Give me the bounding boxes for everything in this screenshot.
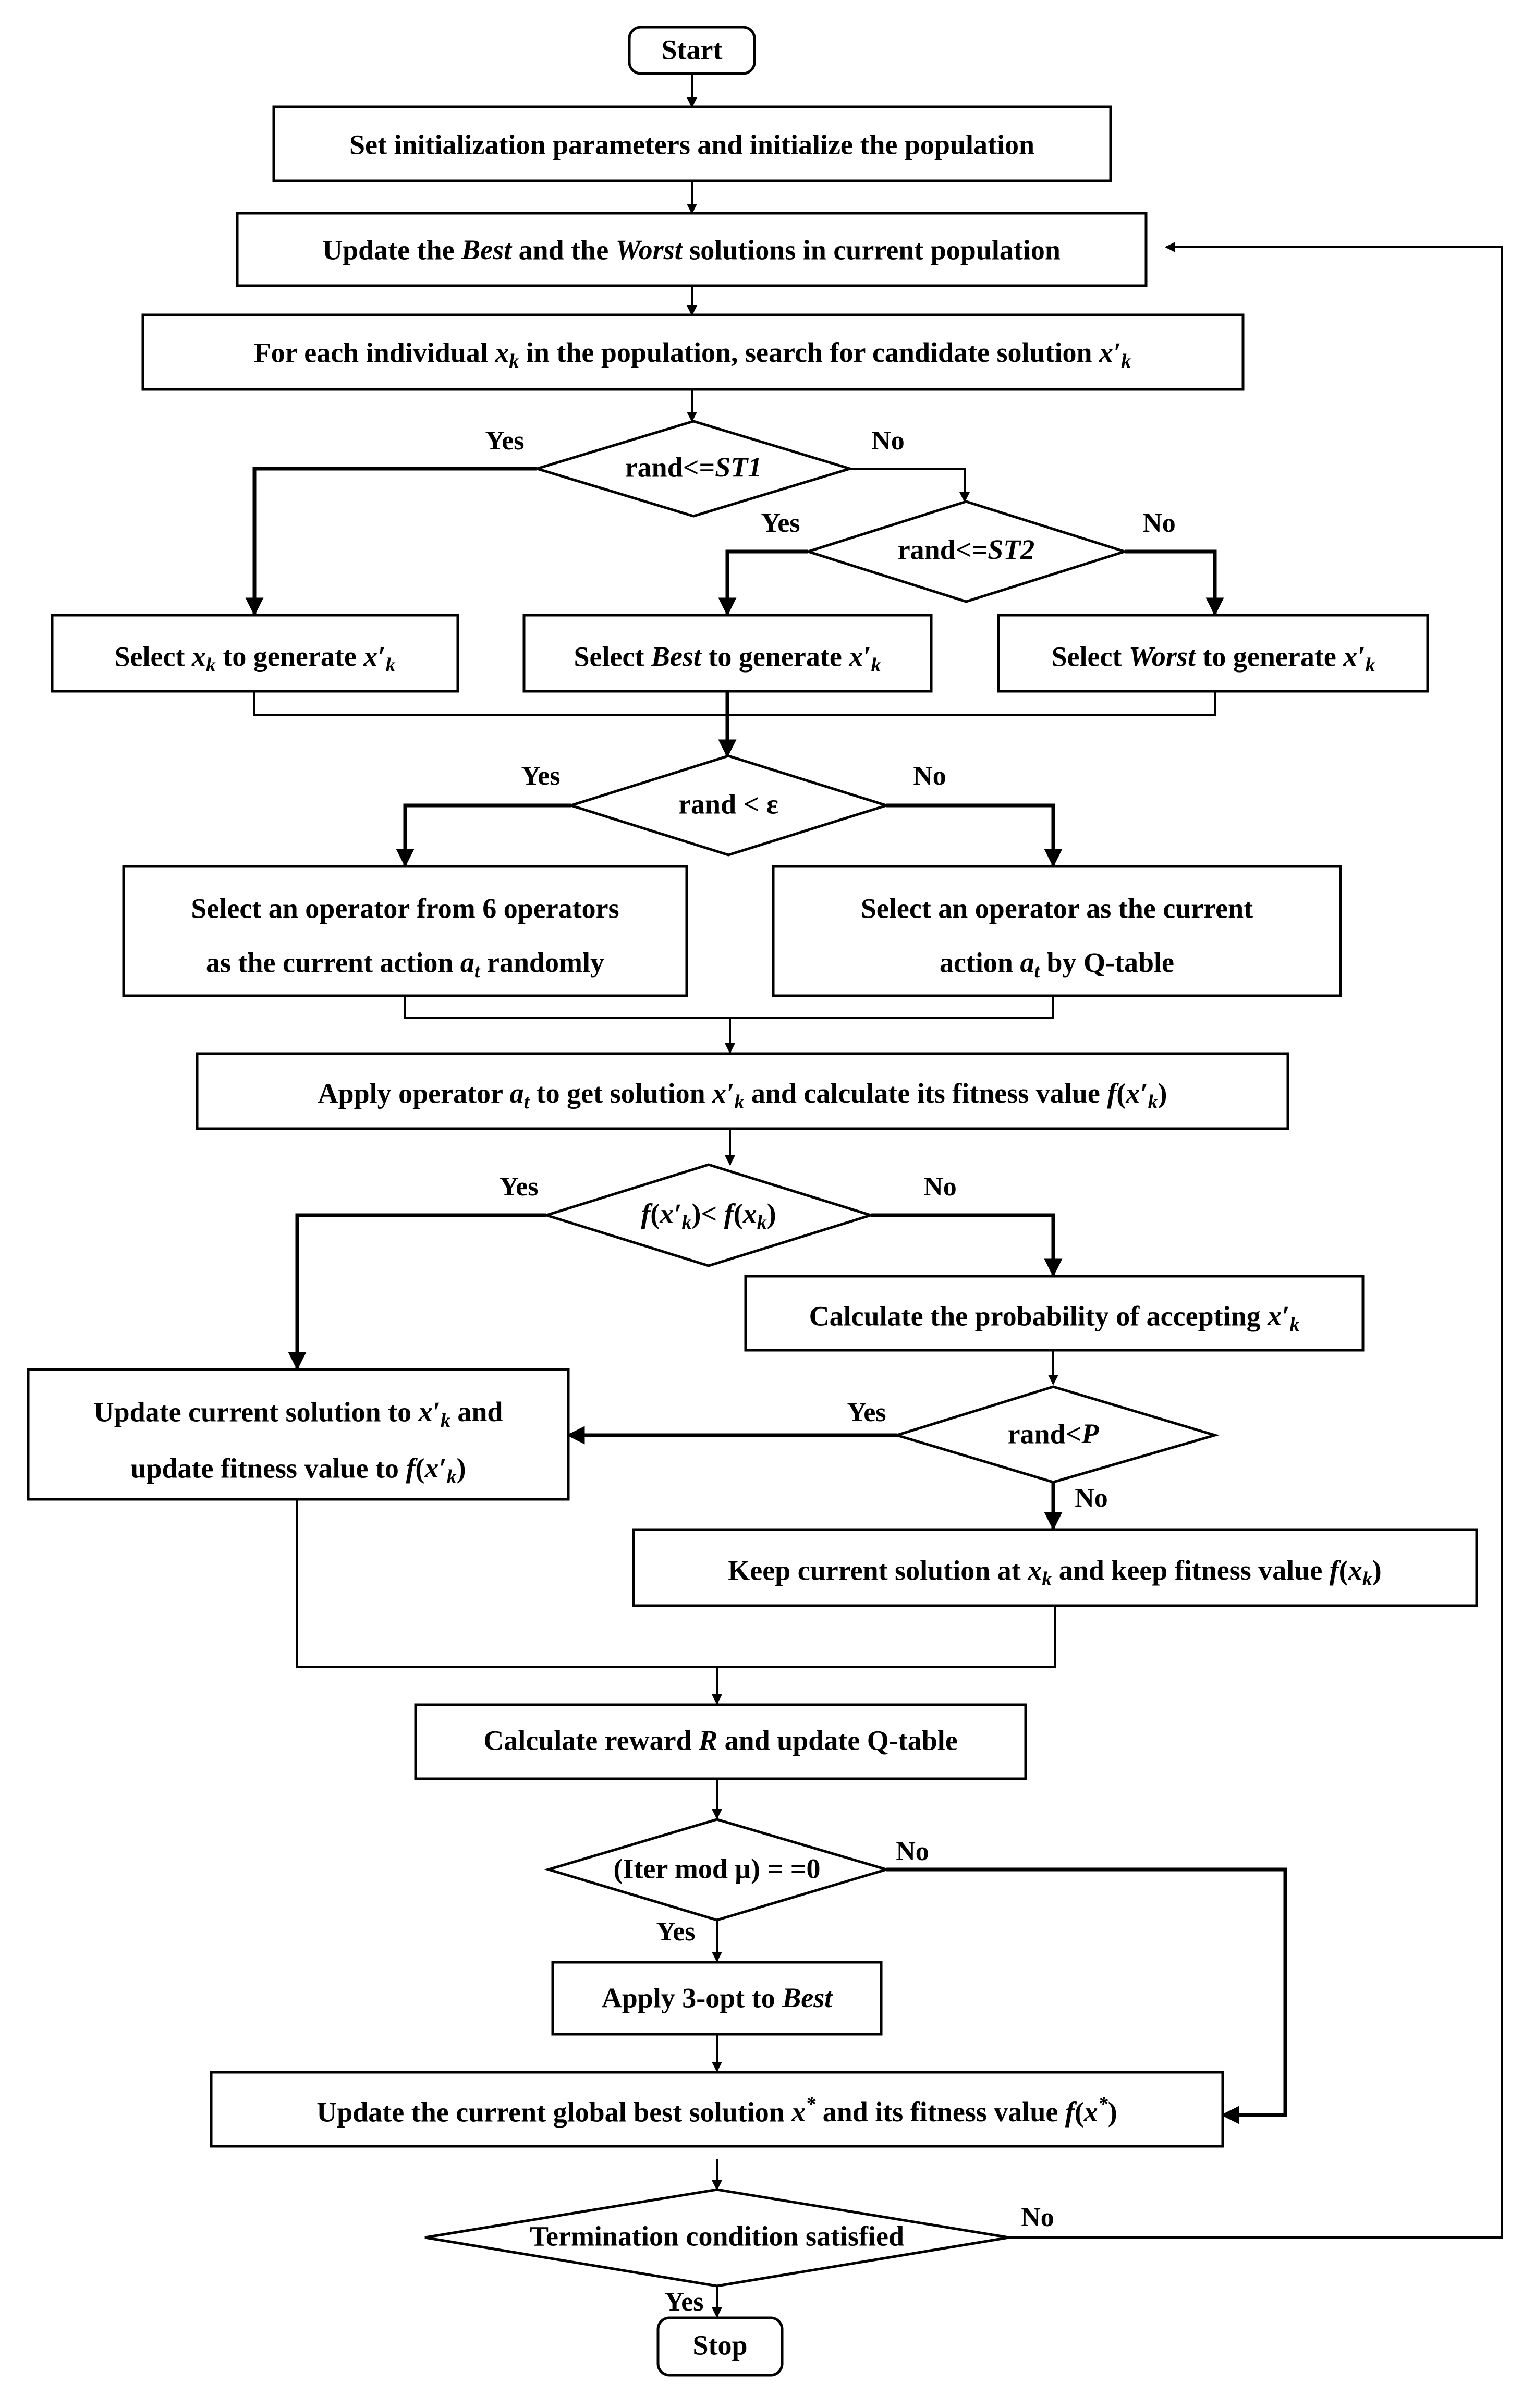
st1-no-label: No xyxy=(871,426,905,456)
stop-label: Stop xyxy=(692,2329,747,2361)
edge-st2-yes xyxy=(718,549,808,616)
edge-st2-no xyxy=(1125,549,1224,616)
select-xk-box: Select xk to generate x′k xyxy=(51,614,459,693)
decision-termination: Termination condition satisfied xyxy=(424,2188,1009,2288)
for-each-label: For each individual xk in the population… xyxy=(254,337,1131,372)
select-worst-label: Select Worst to generate x′k xyxy=(1051,641,1375,676)
edge-eps-no xyxy=(886,803,1063,867)
decision-termination-label: Termination condition satisfied xyxy=(530,2220,904,2252)
random-operator-line2: as the current action at randomly xyxy=(206,947,604,982)
decision-st1-label: rand<=ST1 xyxy=(625,451,762,483)
edge-iter-no xyxy=(886,1867,1287,2124)
update-current-line1: Update current solution to x′k and xyxy=(94,1396,503,1431)
decision-fitness: f(x′k)< f(xk) xyxy=(542,1163,875,1267)
fit-no-label: No xyxy=(923,1172,957,1202)
select-best-box: Select Best to generate x′k xyxy=(522,614,933,693)
eps-yes-label: Yes xyxy=(521,761,560,791)
start-node: Start xyxy=(628,26,756,75)
edge-term-no-loop xyxy=(1009,242,1503,2239)
decision-iter-label: (Iter mod μ) = =0 xyxy=(613,1853,820,1884)
edge-fit-yes xyxy=(288,1213,546,1371)
term-no-label: No xyxy=(1021,2203,1054,2232)
update-global-label: Update the current global best solution … xyxy=(316,2093,1117,2128)
decision-iter: (Iter mod μ) = =0 xyxy=(544,1818,891,1922)
iter-yes-label: Yes xyxy=(656,1917,695,1947)
edge-merge-accept xyxy=(296,1499,1056,1668)
decision-fitness-label: f(x′k)< f(xk) xyxy=(641,1198,776,1233)
init-box: Set initialization parameters and initia… xyxy=(272,105,1112,182)
select-xk-label: Select xk to generate x′k xyxy=(115,641,396,676)
decision-st1: rand<=ST1 xyxy=(532,420,855,518)
decision-eps-label: rand < ε xyxy=(678,788,778,820)
decision-eps: rand < ε xyxy=(566,754,891,857)
term-yes-label: Yes xyxy=(664,2287,703,2317)
reward-label: Calculate reward R and update Q-table xyxy=(483,1725,958,1756)
keep-current-box: Keep current solution at xk and keep fit… xyxy=(632,1528,1478,1607)
stop-node: Stop xyxy=(656,2316,784,2377)
update-best-worst-label: Update the Best and the Worst solutions … xyxy=(322,234,1061,265)
three-opt-box: Apply 3-opt to Best xyxy=(551,1961,883,2036)
q-operator-line1: Select an operator as the current xyxy=(861,893,1253,924)
random-operator-line1: Select an operator from 6 operators xyxy=(191,893,619,924)
edge-merge-operator xyxy=(404,996,1054,1019)
branch-labels: Yes No Yes No Yes No Yes No Yes No No Ye… xyxy=(485,426,1175,2317)
update-global-box: Update the current global best solution … xyxy=(210,2071,1224,2148)
select-worst-box: Select Worst to generate x′k xyxy=(997,614,1429,693)
eps-no-label: No xyxy=(913,761,946,791)
update-best-worst-box: Update the Best and the Worst solutions … xyxy=(236,212,1148,287)
st1-yes-label: Yes xyxy=(485,426,524,456)
fit-yes-label: Yes xyxy=(499,1172,538,1202)
apply-operator-box: Apply operator at to get solution x′k an… xyxy=(196,1052,1289,1130)
edge-st1-yes xyxy=(245,467,537,616)
p-no-label: No xyxy=(1075,1483,1108,1513)
edge-fit-no xyxy=(871,1213,1063,1277)
three-opt-label: Apply 3-opt to Best xyxy=(602,1982,834,2013)
start-label: Start xyxy=(662,34,723,65)
decision-st2: rand<=ST2 xyxy=(803,500,1129,603)
init-label: Set initialization parameters and initia… xyxy=(349,129,1034,160)
for-each-box: For each individual xk in the population… xyxy=(141,313,1245,391)
decision-st2-label: rand<=ST2 xyxy=(898,534,1035,565)
reward-box: Calculate reward R and update Q-table xyxy=(414,1703,1027,1780)
edge-merge-select xyxy=(253,691,1216,716)
update-current-box: Update current solution to x′k and updat… xyxy=(27,1368,570,1501)
keep-current-label: Keep current solution at xk and keep fit… xyxy=(728,1555,1382,1590)
update-current-line2: update fitness value to f(x′k) xyxy=(130,1452,466,1487)
decision-p-label: rand<P xyxy=(1008,1418,1100,1449)
edge-eps-yes xyxy=(396,803,571,867)
q-table-operator-box: Select an operator as the current action… xyxy=(772,865,1342,997)
connectors xyxy=(245,74,1503,2318)
select-best-label: Select Best to generate x′k xyxy=(574,641,881,676)
q-operator-line2: action at by Q-table xyxy=(940,947,1174,982)
apply-operator-label: Apply operator at to get solution x′k an… xyxy=(318,1078,1167,1113)
decision-p: rand<P xyxy=(892,1385,1220,1484)
iter-no-label: No xyxy=(896,1837,929,1866)
random-operator-box: Select an operator from 6 operators as t… xyxy=(122,865,688,997)
st2-yes-label: Yes xyxy=(761,508,800,538)
st2-no-label: No xyxy=(1142,508,1176,538)
p-yes-label: Yes xyxy=(847,1398,886,1427)
calc-probability-label: Calculate the probability of accepting x… xyxy=(809,1300,1300,1335)
edge-st1-no xyxy=(850,468,970,503)
calc-probability-box: Calculate the probability of accepting x… xyxy=(744,1275,1365,1352)
